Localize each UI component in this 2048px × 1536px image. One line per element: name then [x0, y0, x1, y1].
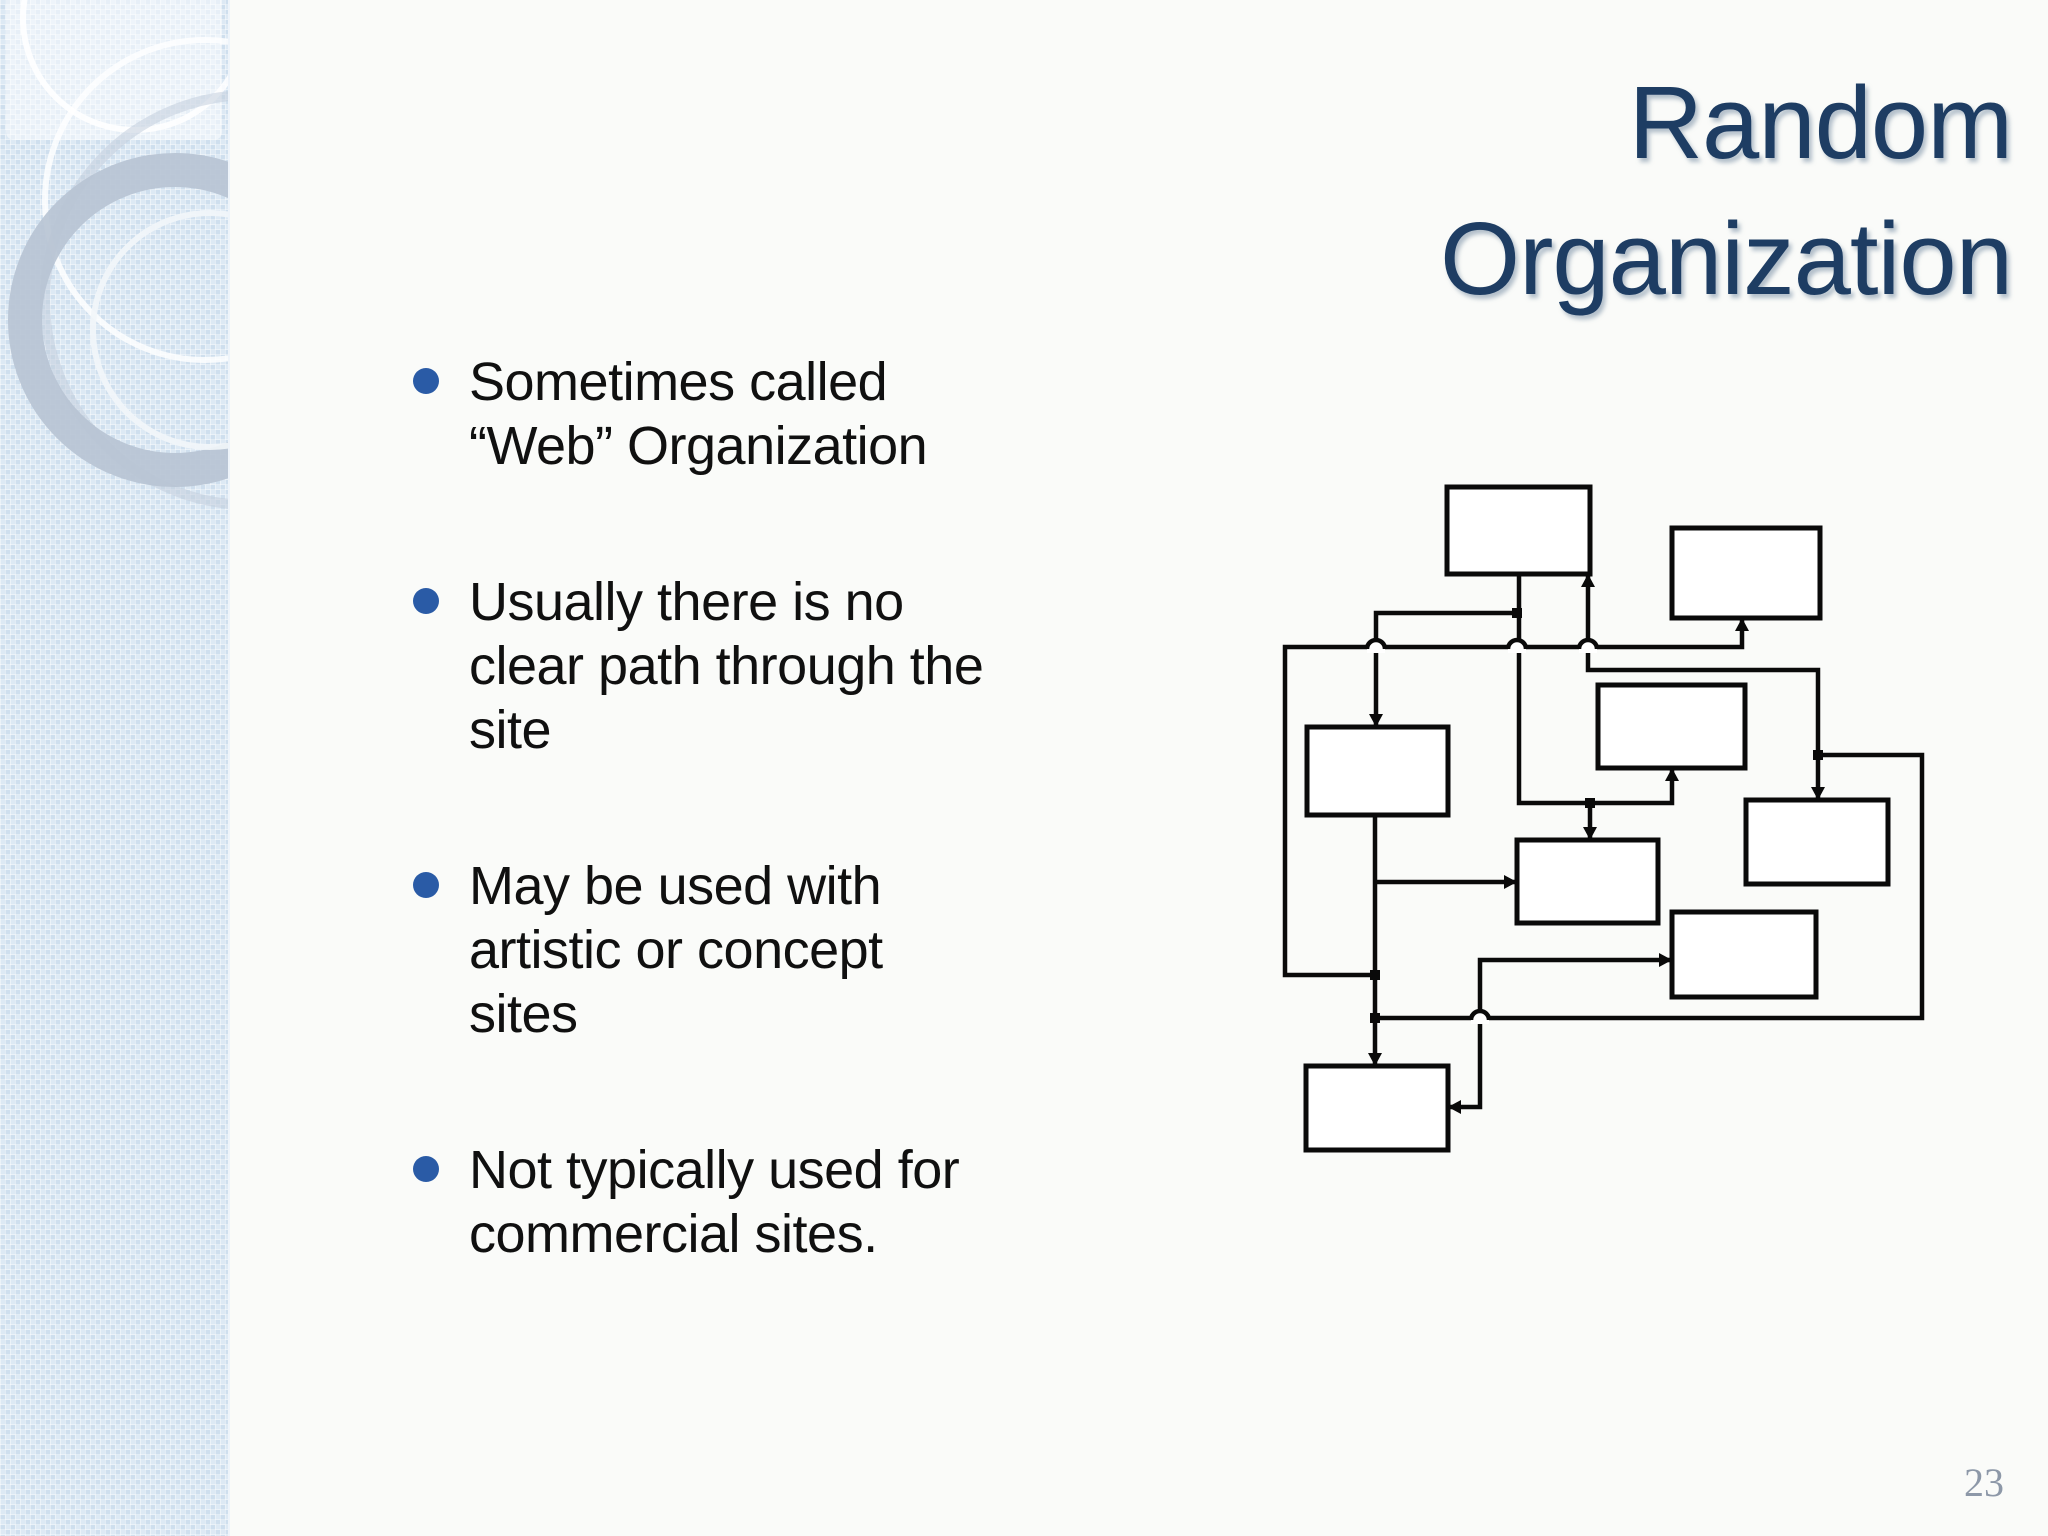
slide-title-line2: Organization [1439, 201, 2013, 316]
bullet-text: May be used with artistic or concept sit… [469, 854, 883, 1046]
crossing-hop-icon [1468, 1008, 1492, 1021]
junction-dot [1512, 608, 1522, 618]
bullet-text: Not typically used for commercial sites. [469, 1138, 960, 1266]
arrowhead-icon [1504, 875, 1517, 889]
sidebar-decoration [0, 0, 230, 1536]
bullet-line: Usually there is no [469, 572, 904, 632]
diagram-connector-a-to-f [1585, 576, 1821, 798]
diagram-connector-g-to-h [1450, 957, 1672, 1110]
bullet-text: Usually there is no clear path through t… [469, 570, 984, 762]
arrowhead-icon [1659, 953, 1672, 967]
junction-dot [1370, 970, 1380, 980]
slide-title-line1: Random [1628, 65, 2013, 180]
arrowhead-icon [1665, 768, 1679, 781]
list-item: May be used with artistic or concept sit… [413, 854, 1173, 1046]
diagram-connector-a-to-d [1516, 574, 1675, 806]
bullet-line: clear path through the [469, 636, 984, 696]
list-item: Not typically used for commercial sites. [413, 1138, 1173, 1266]
diagram-box-b [1669, 525, 1823, 621]
bullet-icon [413, 368, 439, 394]
diagram-connector-a-to-c [1373, 610, 1517, 725]
arrowhead-icon [1583, 827, 1597, 840]
diagram-box-c [1304, 724, 1451, 818]
bullet-line: sites [469, 984, 578, 1044]
crossing-hop-mask [1579, 641, 1597, 653]
bullet-list: Sometimes called “Web” Organization Usua… [413, 350, 1173, 1358]
crossing-hop-mask [1367, 641, 1385, 653]
diagram-box-g [1669, 909, 1819, 1000]
bullet-text: Sometimes called “Web” Organization [469, 350, 928, 478]
list-item: Sometimes called “Web” Organization [413, 350, 1173, 478]
junction-dot [1585, 798, 1595, 808]
junction-dot [1813, 750, 1823, 760]
page-number: 23 [1964, 1460, 2004, 1505]
bullet-line: May be used with [469, 856, 882, 916]
arrowhead-icon [1448, 1100, 1461, 1114]
diagram-box-f [1743, 797, 1891, 887]
diagram-box-e [1514, 837, 1661, 926]
slide-title: Random Organization [1012, 55, 2013, 327]
diagram-connector-right-loop [1377, 752, 1925, 1021]
bullet-line: Sometimes called [469, 352, 888, 412]
bullet-line: “Web” Organization [469, 416, 928, 476]
bullet-line: commercial sites. [469, 1204, 878, 1264]
arrowhead-icon [1368, 1053, 1382, 1066]
crossing-hop-icon [1576, 637, 1600, 650]
diagram-box-a [1444, 484, 1593, 577]
crossing-hop-icon [1505, 637, 1529, 650]
bullet-line: Not typically used for [469, 1140, 960, 1200]
bullet-line: site [469, 700, 552, 760]
crossing-hop-mask [1471, 1012, 1489, 1024]
bullet-icon [413, 872, 439, 898]
list-item: Usually there is no clear path through t… [413, 570, 1173, 762]
crossing-hop-icon [1364, 637, 1388, 650]
arrowhead-icon [1581, 574, 1595, 587]
diagram-box-d [1595, 682, 1748, 771]
arrowhead-icon [1735, 618, 1749, 631]
bullet-line: artistic or concept [469, 920, 883, 980]
arrowhead-icon [1369, 714, 1383, 727]
junction-dot [1370, 1013, 1380, 1023]
arrowhead-icon [1811, 787, 1825, 800]
bullet-icon [413, 588, 439, 614]
bullet-icon [413, 1156, 439, 1182]
diagram-connector-b-left-loop [1282, 620, 1745, 978]
diagram-box-h [1303, 1063, 1451, 1153]
crossing-hop-mask [1508, 641, 1526, 653]
sidebar-rings-icon [8, 0, 228, 509]
